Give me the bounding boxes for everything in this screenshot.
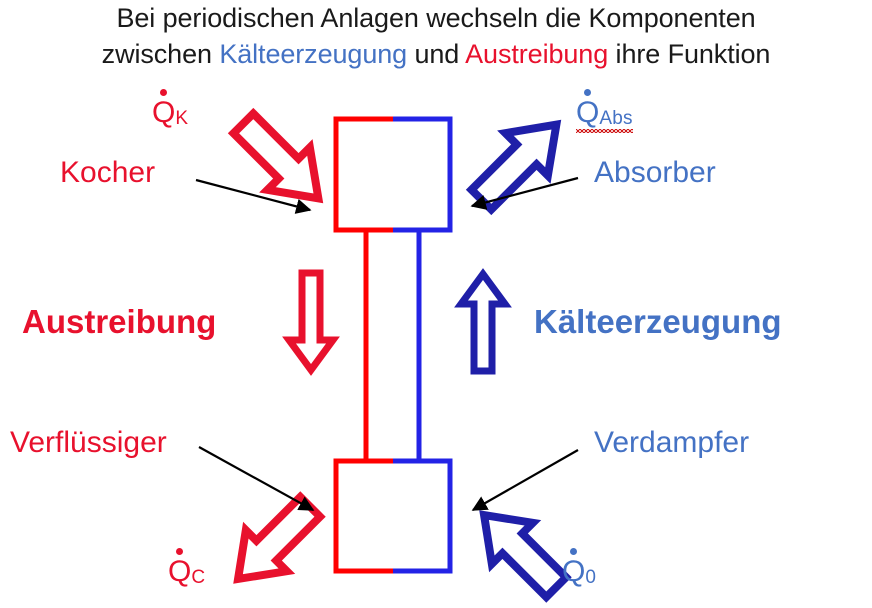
lower-box-right-half [393, 458, 453, 574]
title-segment-austreibung: Austreibung [465, 39, 609, 69]
arrow-austreibung-direction [282, 269, 340, 376]
title-segment-plain-1: zwischen [101, 39, 220, 69]
qk-subscript: K [175, 108, 189, 129]
heat-flow-symbol-qc: QC [168, 548, 206, 588]
arrow-heat-in-verdampfer [479, 510, 572, 603]
qk-q-glyph: Q [152, 89, 175, 128]
spellcheck-underline [576, 129, 633, 133]
arrow-heat-out-verfluessiger [233, 491, 326, 584]
qabs-q-glyph: Q [576, 89, 599, 128]
lower-component-box [333, 458, 453, 574]
label-absorber: Absorber [594, 156, 716, 189]
arrow-heat-out-absorber [465, 119, 562, 216]
title-segment-plain-2: und [407, 39, 466, 69]
title-line-1: Bei periodischen Anlagen wechseln die Ko… [116, 3, 756, 33]
qabs-dot-icon [583, 89, 591, 96]
arrow-kaelteerzeugung-direction [454, 268, 512, 375]
q0-subscript: 0 [585, 567, 597, 588]
upper-box-right-half [393, 116, 453, 233]
pointer-verfluessiger-to-box [198, 446, 315, 511]
title-segment-plain-3: ihre Funktion [608, 39, 771, 69]
label-kaelteerzeugung: Kälteerzeugung [534, 303, 782, 340]
heat-flow-symbol-qabs: QAbs [576, 89, 633, 133]
qabs-subscript: Abs [599, 108, 633, 129]
page-title: Bei periodischen Anlagen wechseln die Ko… [0, 0, 872, 72]
pointer-absorber-to-box [470, 176, 579, 210]
q0-dot-icon [569, 548, 577, 555]
heat-flow-symbol-qk: QK [152, 89, 189, 129]
title-line-2: zwischen Kälteerzeugung und Austreibung … [0, 36, 872, 72]
label-austreibung: Austreibung [22, 303, 217, 340]
pointer-kocher-to-box [195, 178, 312, 214]
qc-dot-icon [175, 548, 183, 555]
qk-dot-icon [159, 89, 167, 96]
qc-q-glyph: Q [168, 548, 191, 587]
label-verdampfer: Verdampfer [594, 426, 750, 459]
arrow-heat-in-kocher [227, 107, 324, 204]
heat-flow-symbol-q0: Q0 [562, 548, 597, 588]
label-kocher: Kocher [60, 156, 156, 189]
title-segment-kaelteerzeugung: Kälteerzeugung [219, 39, 408, 69]
qc-subscript: C [191, 567, 206, 588]
lower-box-left-half [333, 458, 393, 574]
q0-q-glyph: Q [562, 548, 585, 587]
label-verfluessiger: Verflüssiger [10, 426, 167, 459]
upper-box-left-half [333, 116, 393, 233]
upper-component-box [333, 116, 453, 233]
pointer-verdampfer-to-box [471, 449, 579, 511]
